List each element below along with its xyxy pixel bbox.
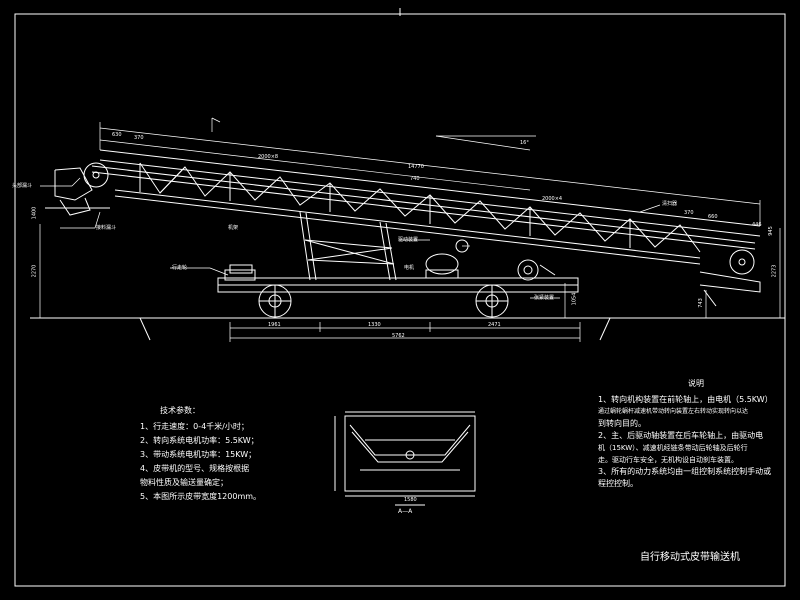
dim-2270: 2270 bbox=[31, 264, 38, 278]
dim-630: 630 bbox=[112, 132, 122, 138]
leader-lines bbox=[40, 117, 661, 299]
note-item: 机（15KW）、减速机经链条带动后轮轴及后轮行 bbox=[598, 444, 748, 452]
dim-1580: 1580 bbox=[404, 497, 417, 503]
spec-item: 2、转向系统电机功率：5.5KW； bbox=[140, 436, 259, 445]
dim-743: 743 bbox=[697, 298, 704, 308]
spec-item: 4、皮带机的型号、规格按根据 bbox=[140, 464, 250, 473]
note-item: 1、转向机构装置在前轮轴上，由电机（5.5KW） bbox=[598, 395, 773, 404]
note-item: 到转向目的。 bbox=[598, 419, 646, 428]
drawing-title: 自行移动式皮带输送机 bbox=[640, 552, 740, 563]
label-walking-wheel: 行走轮 bbox=[172, 265, 188, 271]
dim-1054: 1054 bbox=[571, 292, 578, 306]
dim-1330: 1330 bbox=[368, 322, 381, 328]
label-head-funnel: 头部漏斗 bbox=[12, 183, 33, 189]
ground-line bbox=[30, 317, 785, 341]
note-item: 3、所有的动力系统均由一组控制系统控制手动或 bbox=[598, 467, 772, 476]
notes-heading: 说明 bbox=[688, 379, 704, 388]
dim-1961: 1961 bbox=[268, 322, 281, 328]
conveyor-truss bbox=[91, 122, 761, 265]
dim-2000-4: 2000×4 bbox=[542, 196, 563, 202]
dim-740: 740 bbox=[410, 176, 420, 182]
spec-item: 物料性质及输送量确定； bbox=[140, 478, 228, 487]
section-a-a bbox=[334, 411, 476, 506]
drawing-border bbox=[14, 13, 786, 587]
dim-370: 370 bbox=[134, 135, 144, 141]
section-label: A—A bbox=[398, 508, 413, 515]
dim-14770: 14770 bbox=[408, 164, 424, 170]
note-item: 走。驱动行车安全，无机构设自动刹车装置。 bbox=[598, 456, 738, 464]
chassis bbox=[217, 253, 579, 293]
dim-2000-8: 2000×8 bbox=[258, 154, 279, 160]
note-item: 2、主、后驱动轴装置在后车轮轴上，由驱动电 bbox=[598, 431, 764, 440]
front-wheel bbox=[258, 284, 292, 318]
support-frame bbox=[299, 211, 469, 281]
spec-item: 3、带动系统电机功率：15KW； bbox=[140, 450, 257, 459]
dim-660: 660 bbox=[708, 214, 718, 220]
label-drive-device: 驱动装置 bbox=[398, 237, 419, 243]
notes-list: 1、转向机构装置在前轮轴上，由电机（5.5KW） 通过蜗轮蜗杆减速机带动转向装置… bbox=[598, 394, 773, 490]
bottom-dimensions bbox=[39, 224, 781, 342]
dim-446: 446 bbox=[752, 222, 762, 228]
spec-item: 5、本图所示皮带宽度1200mm。 bbox=[140, 492, 262, 501]
dim-2273: 2273 bbox=[771, 264, 778, 278]
specs-heading: 技术参数： bbox=[160, 406, 200, 415]
spec-item: 1、行走速度：0-4千米/小时； bbox=[140, 422, 249, 431]
head-pulley bbox=[45, 162, 110, 216]
dim-1400: 1400 bbox=[31, 206, 38, 220]
note-item: 程控控制。 bbox=[598, 479, 638, 488]
specs-list: 1、行走速度：0-4千米/小时； 2、转向系统电机功率：5.5KW； 3、带动系… bbox=[140, 420, 261, 504]
dim-2471: 2471 bbox=[488, 322, 501, 328]
dim-370b: 370 bbox=[684, 210, 694, 216]
label-motor: 电机 bbox=[404, 265, 415, 271]
note-item: 通过蜗轮蜗杆减速机带动转向装置左右转动实现转向以达 bbox=[598, 408, 749, 415]
label-tension-device: 张紧装置 bbox=[534, 295, 555, 301]
label-main-frame: 机架 bbox=[228, 225, 239, 231]
label-belt-cleaner: 清扫器 bbox=[662, 201, 678, 207]
dim-5762: 5762 bbox=[392, 333, 405, 339]
dim-945: 945 bbox=[767, 226, 774, 236]
dim-angle: 16° bbox=[520, 140, 529, 146]
tail-pulley bbox=[699, 249, 761, 307]
rear-wheel bbox=[475, 284, 509, 318]
label-guide-funnel: 接料漏斗 bbox=[96, 225, 117, 231]
